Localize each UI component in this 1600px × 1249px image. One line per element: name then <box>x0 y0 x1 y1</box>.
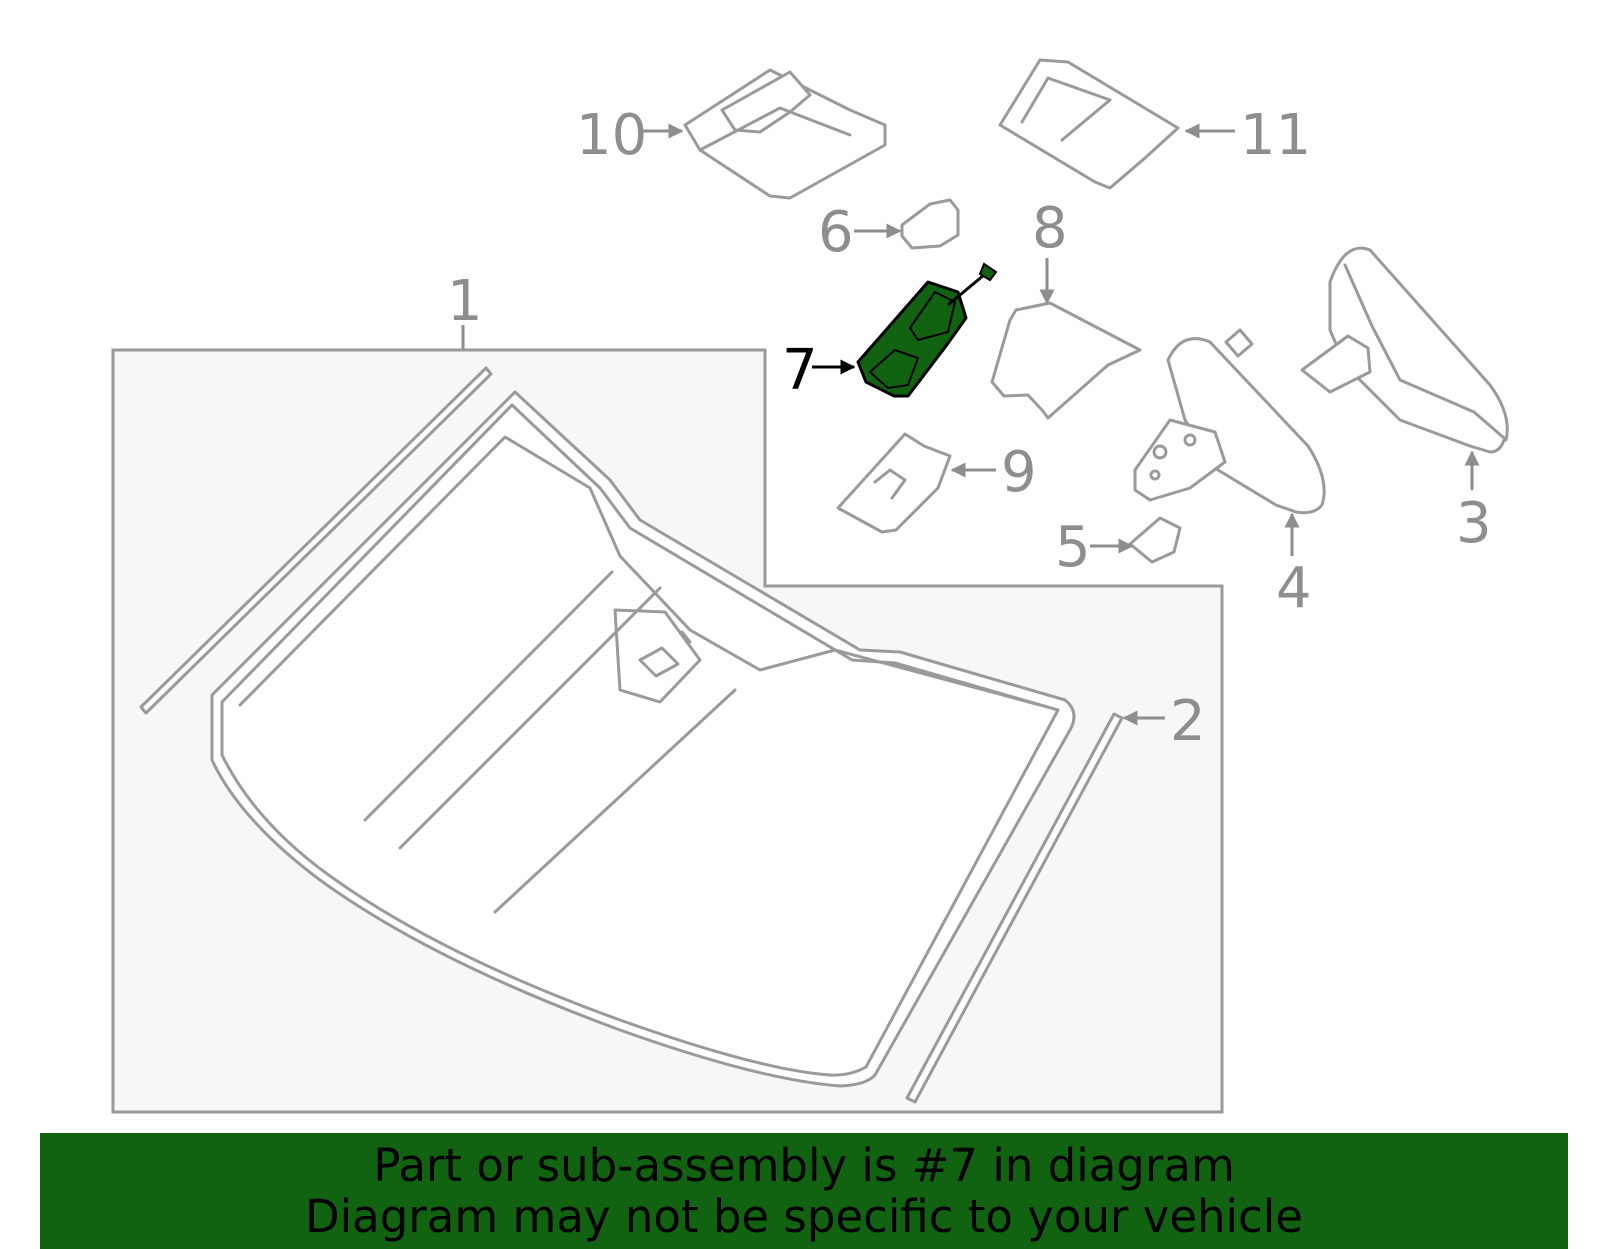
banner-line-1: Part or sub-assembly is #7 in diagram <box>373 1139 1235 1192</box>
callout-4: 4 <box>1276 556 1312 621</box>
part-1-windshield <box>210 390 1076 1088</box>
part-2-molding <box>905 712 1124 1104</box>
callout-2: 2 <box>1170 689 1206 754</box>
callout-11: 11 <box>1240 103 1311 168</box>
callout-7: 7 <box>782 338 818 403</box>
part-7-highlighted <box>856 262 998 398</box>
callout-5: 5 <box>1055 515 1091 580</box>
part-8-bracket <box>990 301 1142 420</box>
part-3-mirror <box>1300 246 1509 454</box>
callout-10: 10 <box>576 103 647 168</box>
part-9-bracket <box>836 432 952 534</box>
part-1-molding <box>139 366 493 715</box>
part-4-mirror-mount <box>1133 328 1326 515</box>
callout-3: 3 <box>1456 491 1492 556</box>
banner-line-2: Diagram may not be specific to your vehi… <box>305 1190 1303 1243</box>
info-banner: Part or sub-assembly is #7 in diagram Di… <box>40 1133 1568 1249</box>
part-10-module <box>683 68 887 200</box>
callout-8: 8 <box>1032 196 1068 261</box>
part-5-clip <box>1128 516 1182 564</box>
part-11-cover <box>998 58 1180 190</box>
part-6-cover <box>900 198 960 250</box>
callout-9: 9 <box>1001 440 1037 505</box>
callout-6: 6 <box>818 200 854 265</box>
callout-1: 1 <box>447 269 483 334</box>
